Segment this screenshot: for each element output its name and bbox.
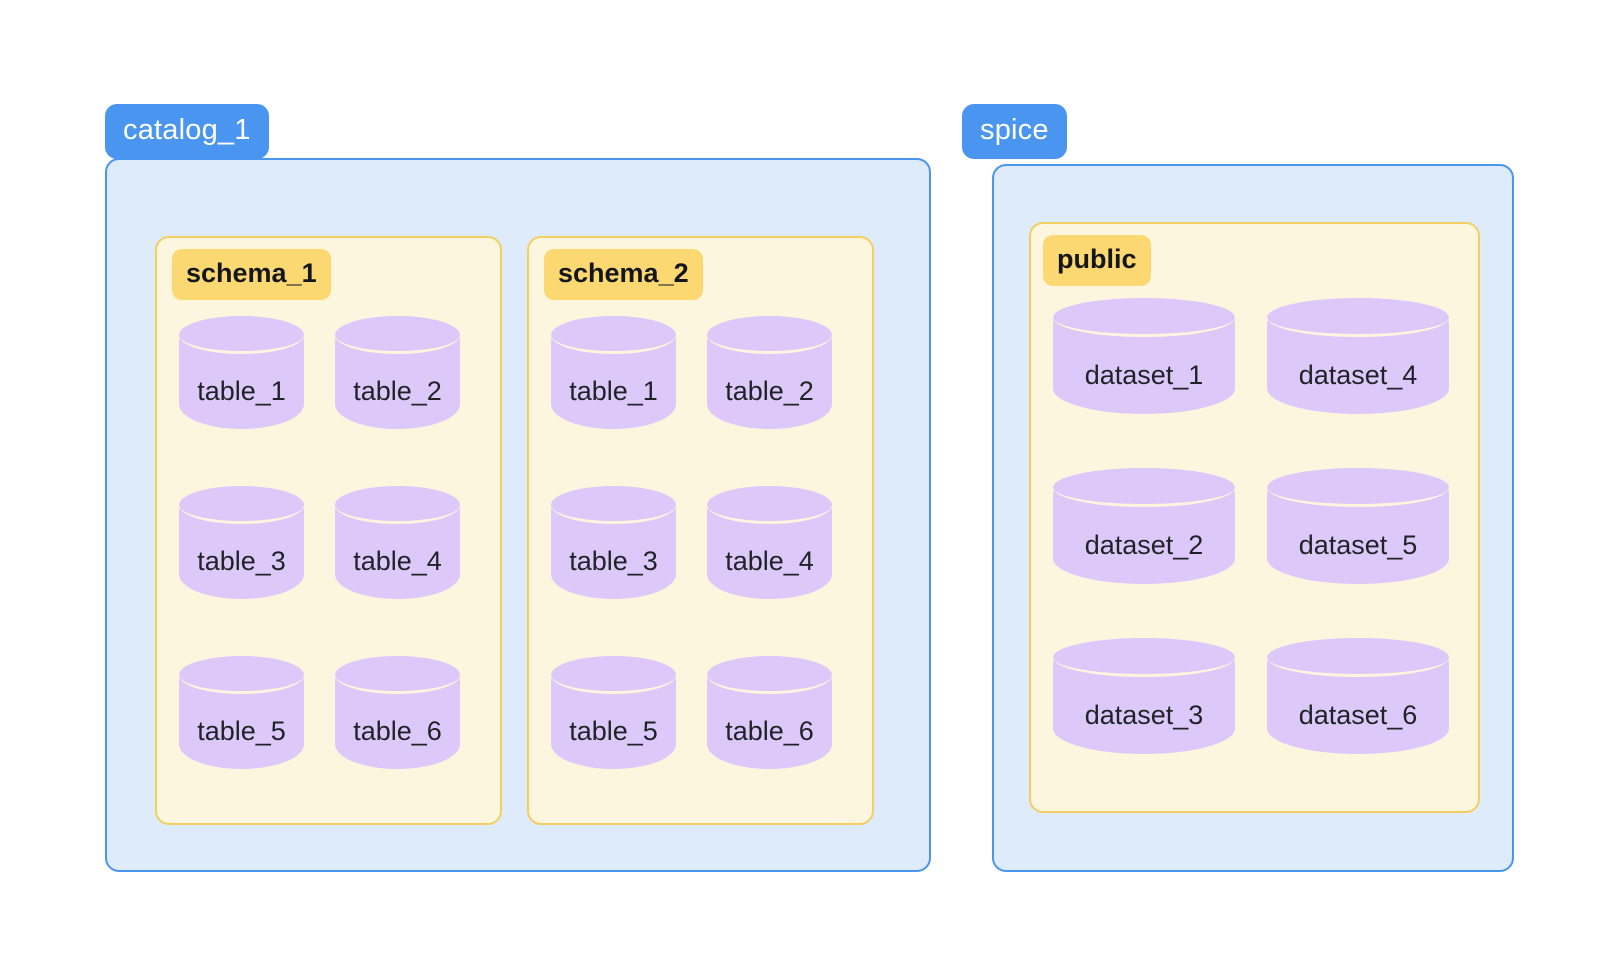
table-cylinder[interactable]: table_6 [707, 656, 832, 769]
table-cylinder[interactable]: table_3 [179, 486, 304, 599]
schema-label-schema-2[interactable]: schema_2 [544, 249, 703, 300]
schema-box-schema-1: schema_1 table_1 table_2 table_3 table_4 [155, 236, 502, 825]
cylinder-top-ellipse [335, 316, 460, 355]
cylinder-top-ellipse [1267, 298, 1449, 338]
cylinder-label: table_3 [569, 546, 658, 576]
table-cylinder[interactable]: table_6 [335, 656, 460, 769]
cylinder-label: table_1 [197, 376, 286, 406]
cylinder-label: table_6 [353, 716, 442, 746]
schema-label-schema-1[interactable]: schema_1 [172, 249, 331, 300]
dataset-cylinder[interactable]: dataset_4 [1267, 298, 1449, 414]
cylinder-top-ellipse [551, 656, 676, 695]
table-cylinder[interactable]: table_3 [551, 486, 676, 599]
table-cylinder[interactable]: table_2 [707, 316, 832, 429]
table-cylinder[interactable]: table_1 [551, 316, 676, 429]
table-cylinder[interactable]: table_4 [335, 486, 460, 599]
dataset-cylinder[interactable]: dataset_6 [1267, 638, 1449, 754]
schema-box-schema-2: schema_2 table_1 table_2 table_3 table_4 [527, 236, 874, 825]
cylinder-top-ellipse [707, 316, 832, 355]
cylinder-top-ellipse [1267, 638, 1449, 678]
cylinder-top-ellipse [179, 316, 304, 355]
dataset-cylinder[interactable]: dataset_3 [1053, 638, 1235, 754]
cylinder-label: dataset_2 [1084, 530, 1204, 560]
cylinder-label: table_6 [725, 716, 814, 746]
cylinder-label: table_5 [197, 716, 286, 746]
table-cylinder[interactable]: table_2 [335, 316, 460, 429]
group-body-catalog-1: schema_1 table_1 table_2 table_3 table_4 [105, 158, 931, 872]
cylinder-top-ellipse [551, 316, 676, 355]
cylinder-top-ellipse [1053, 298, 1235, 338]
cylinder-top-ellipse [1053, 638, 1235, 678]
cylinder-label: table_5 [569, 716, 658, 746]
cylinder-top-ellipse [179, 486, 304, 525]
group-catalog-1: catalog_1 schema_1 table_1 table_2 table… [105, 104, 931, 872]
group-spice: spice public dataset_1 dataset_4 dataset… [962, 104, 1514, 872]
cylinder-label: dataset_5 [1298, 530, 1418, 560]
cylinder-label: table_1 [569, 376, 658, 406]
cylinder-label: dataset_3 [1084, 700, 1204, 730]
cylinder-top-ellipse [707, 656, 832, 695]
cylinder-label: dataset_4 [1298, 360, 1418, 390]
cylinder-top-ellipse [707, 486, 832, 525]
schema-label-public[interactable]: public [1043, 235, 1151, 286]
dataset-cylinder[interactable]: dataset_1 [1053, 298, 1235, 414]
schema-box-public: public dataset_1 dataset_4 dataset_2 dat… [1029, 222, 1480, 813]
cylinder-label: table_4 [725, 546, 814, 576]
cylinder-label: dataset_1 [1084, 360, 1204, 390]
dataset-cylinder[interactable]: dataset_2 [1053, 468, 1235, 584]
cylinder-label: dataset_6 [1298, 700, 1418, 730]
cylinder-top-ellipse [335, 656, 460, 695]
table-cylinder[interactable]: table_4 [707, 486, 832, 599]
group-label-catalog-1[interactable]: catalog_1 [105, 104, 269, 159]
cylinder-label: table_2 [725, 376, 814, 406]
cylinder-label: table_2 [353, 376, 442, 406]
cylinder-top-ellipse [179, 656, 304, 695]
table-cylinder[interactable]: table_5 [551, 656, 676, 769]
table-cylinder[interactable]: table_1 [179, 316, 304, 429]
cylinder-top-ellipse [1267, 468, 1449, 508]
cylinder-top-ellipse [335, 486, 460, 525]
cylinder-label: table_3 [197, 546, 286, 576]
group-label-spice[interactable]: spice [962, 104, 1067, 159]
cylinder-label: table_4 [353, 546, 442, 576]
cylinder-top-ellipse [1053, 468, 1235, 508]
cylinder-top-ellipse [551, 486, 676, 525]
dataset-cylinder[interactable]: dataset_5 [1267, 468, 1449, 584]
table-cylinder[interactable]: table_5 [179, 656, 304, 769]
group-body-spice: public dataset_1 dataset_4 dataset_2 dat… [992, 164, 1514, 872]
